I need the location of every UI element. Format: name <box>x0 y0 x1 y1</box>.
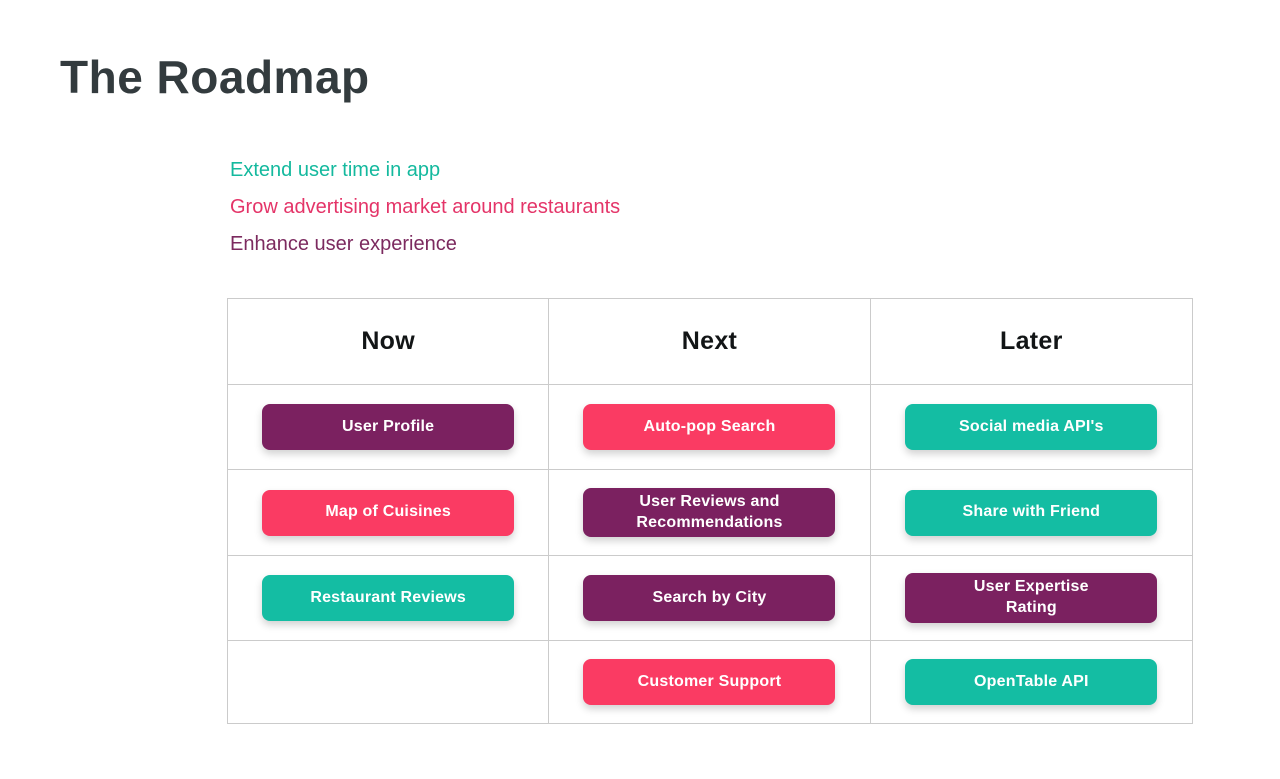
roadmap-column-header-next: Next <box>549 299 871 385</box>
roadmap-cell: User Profile <box>228 385 550 470</box>
roadmap-cell: Customer Support <box>549 641 871 723</box>
pill-user-expertise-rating: User Expertise Rating <box>905 573 1158 623</box>
page-title: The Roadmap <box>60 51 370 103</box>
pill-social-media-api-s: Social media API's <box>905 404 1158 450</box>
column-header-label: Next <box>681 327 738 355</box>
goal-extend-user-time: Extend user time in app <box>230 159 441 181</box>
roadmap-cell: User Reviews and Recommendations <box>549 470 871 556</box>
column-header-label: Now <box>361 327 415 355</box>
roadmap-cell: Restaurant Reviews <box>228 556 550 641</box>
pill-share-with-friend: Share with Friend <box>905 489 1158 536</box>
pill-customer-support: Customer Support <box>583 659 836 705</box>
pill-search-by-city: Search by City <box>583 575 836 621</box>
goal-grow-advertising: Grow advertising market around restauran… <box>230 196 621 218</box>
goals-list: Extend user time in app Grow advertising… <box>230 152 620 263</box>
roadmap-cell: Search by City <box>549 556 871 641</box>
roadmap-column-header-now: Now <box>228 299 550 385</box>
pill-user-reviews-and-recommendations: User Reviews and Recommendations <box>583 487 836 538</box>
pill-auto-pop-search: Auto-pop Search <box>583 404 836 450</box>
roadmap-cell: User Expertise Rating <box>870 556 1192 641</box>
pill-user-profile: User Profile <box>262 404 515 450</box>
pill-opentable-api: OpenTable API <box>905 659 1158 705</box>
roadmap-cell: Map of Cuisines <box>228 470 550 556</box>
roadmap-cell: Auto-pop Search <box>549 385 871 470</box>
pill-map-of-cuisines: Map of Cuisines <box>262 489 515 536</box>
roadmap-cell: OpenTable API <box>871 641 1192 723</box>
column-header-label: Later <box>1000 327 1063 355</box>
goal-enhance-experience: Enhance user experience <box>230 233 457 255</box>
roadmap-cell <box>228 641 550 723</box>
pill-restaurant-reviews: Restaurant Reviews <box>262 575 515 621</box>
roadmap-cell: Social media API's <box>870 385 1192 470</box>
roadmap-column-header-later: Later <box>870 299 1192 385</box>
roadmap-cell: Share with Friend <box>870 470 1192 556</box>
